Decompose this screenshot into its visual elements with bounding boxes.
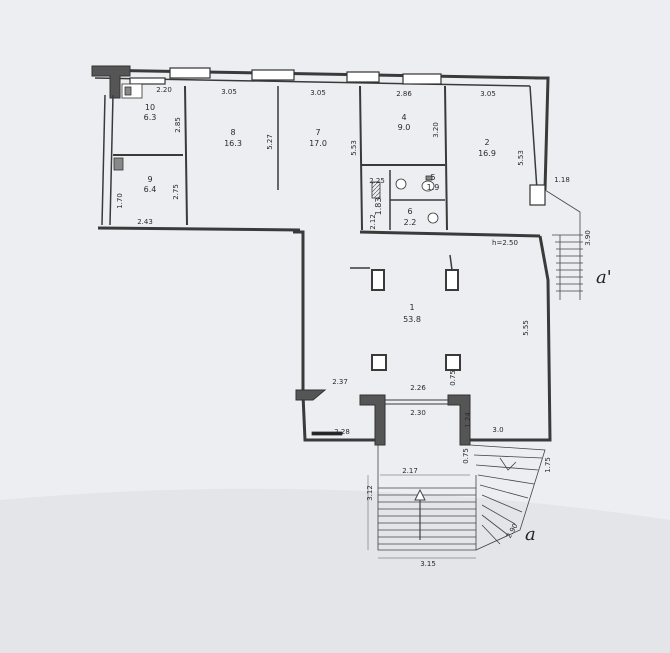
room-9-number: 9 [147, 175, 152, 184]
room-5-area: 1.9 [427, 183, 440, 192]
dim-label: 3.15 [420, 560, 436, 568]
dim-label: 1.75 [544, 457, 552, 473]
room-2-area: 16.9 [478, 149, 496, 158]
dim-label: 5.53 [517, 150, 525, 166]
walls [91, 65, 552, 446]
room-7-number: 7 [315, 128, 320, 137]
dim-label: 3.05 [221, 88, 237, 96]
side-stairs [544, 189, 583, 300]
room-10-number: 10 [145, 103, 155, 112]
dim-label: 3.90 [584, 230, 592, 246]
dim-label: 5.55 [522, 320, 530, 336]
dim-label: 3.12 [366, 485, 374, 501]
dim-label: 2.28 [334, 428, 350, 436]
dim-label: 1.70 [116, 193, 124, 209]
room-3-area: 1.8 [374, 203, 383, 216]
room-6-number: 6 [407, 207, 412, 216]
dim-label: 5.53 [350, 140, 358, 156]
room-5-number: 5 [430, 173, 435, 182]
dim-label: 0.75 [462, 448, 470, 464]
dim-label: 2.75 [172, 184, 180, 200]
room-4-area: 9.0 [398, 123, 411, 132]
room-8-number: 8 [230, 128, 235, 137]
dim-label: 2.43 [137, 218, 153, 226]
dim-label: 2.26 [410, 384, 426, 392]
dim-label: 3.05 [310, 89, 326, 97]
paper-shade [0, 488, 670, 653]
room-1-area: 53.8 [403, 315, 421, 324]
room-3-number: 3 [374, 197, 383, 202]
room-1-number: 1 [409, 303, 414, 312]
dim-label: 3.0 [492, 426, 503, 434]
fixtures [113, 83, 439, 436]
dim-label: 2.30 [410, 409, 426, 417]
dimension-lines [367, 474, 476, 559]
dim-label: 2.25 [369, 177, 385, 185]
dim-label: 2.12 [369, 214, 377, 230]
room-10-area: 6.3 [144, 113, 157, 122]
dim-label: 2.85 [174, 117, 182, 133]
dim-label: 3.05 [480, 90, 496, 98]
room-9-area: 6.4 [144, 185, 157, 194]
dim-label: 1.24 [464, 412, 472, 428]
room-7-area: 17.0 [309, 139, 327, 148]
dim-label: h=2.50 [492, 239, 518, 247]
windows [129, 67, 546, 206]
section-mark-a: a [525, 524, 536, 545]
entrance-stairs [377, 444, 546, 551]
room-labels: 10 6.3 8 16.3 7 17.0 4 9.0 2 16.9 9 6.4 … [144, 103, 496, 324]
dim-label: 2.20 [156, 86, 172, 94]
room-4-number: 4 [401, 113, 406, 122]
dim-label: 5.27 [266, 134, 274, 150]
dim-label: 2.86 [396, 90, 412, 98]
section-mark-a-prime: a' [596, 267, 612, 288]
dim-label: 0.75 [449, 370, 457, 386]
dim-label: 2.17 [402, 467, 418, 475]
room-6-area: 2.2 [404, 218, 417, 227]
room-8-area: 16.3 [224, 139, 242, 148]
room-2-number: 2 [484, 138, 489, 147]
dim-label: 3.20 [432, 122, 440, 138]
dim-label: 2.37 [332, 378, 348, 386]
dim-label: 1.18 [554, 176, 570, 184]
